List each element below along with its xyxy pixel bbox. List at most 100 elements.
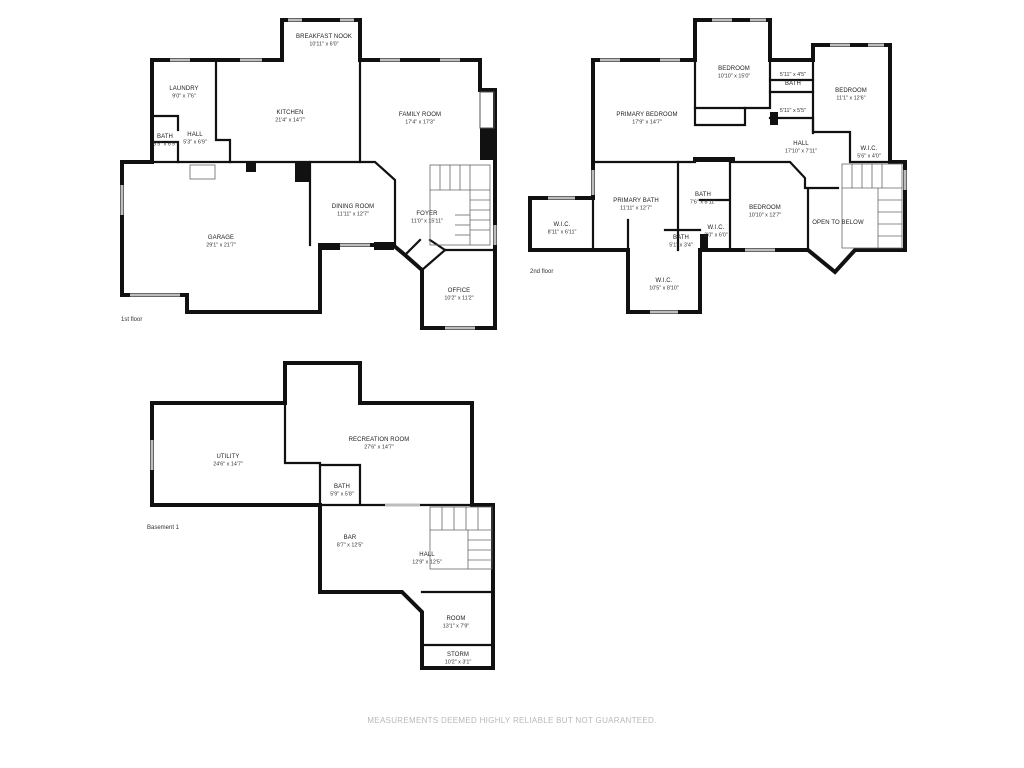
room-dimensions-wic-small: 5'6" x 4'0" [857, 154, 881, 160]
fireplace [480, 128, 495, 160]
room-dimensions-bath-2b: 7'6" x 8'11" [690, 200, 716, 206]
steps [189, 164, 216, 180]
room-name-bath-2a: BATH [785, 81, 801, 87]
floor-label-second: 2nd floor [530, 269, 553, 275]
room-name-storm: STORM [447, 652, 469, 658]
stairs [429, 164, 491, 246]
disclaimer: MEASUREMENTS DEEMED HIGHLY RELIABLE BUT … [367, 716, 657, 725]
column [700, 234, 708, 248]
room-name-kitchen: KITCHEN [276, 110, 303, 116]
column [246, 162, 256, 172]
room-dimensions-breakfast-nook: 10'11" x 6'0" [309, 42, 338, 48]
column [374, 242, 394, 250]
second-floor-outer-walls [528, 18, 907, 314]
room-dimensions-primary-bath: 11'11" x 12'7" [620, 206, 652, 212]
room-dimensions-wic-mid: 2'0" x 6'0" [704, 233, 728, 239]
room-name-wic-bottom: W.I.C. [656, 278, 673, 284]
room-name-bedroom-c: BEDROOM [749, 205, 781, 211]
room-dimensions-laundry: 9'0" x 7'6" [172, 94, 196, 100]
column [320, 245, 340, 250]
room-dimensions-primary-bedroom: 17'9" x 14'7" [632, 120, 662, 126]
room-name-foyer: FOYER [416, 211, 438, 217]
room-name-bath-2b: BATH [695, 192, 711, 198]
room-dimensions-family-room: 17'4" x 17'3" [405, 120, 435, 126]
room-dimensions-bedroom-a: 10'10" x 15'0" [718, 74, 751, 80]
basement-plan [150, 361, 495, 670]
room-dimensions-hall-b: 12'9" x 12'5" [412, 560, 442, 566]
room-name-room-b: ROOM [446, 616, 465, 622]
room-name-wic-mid: W.I.C. [708, 225, 725, 231]
wall [283, 401, 322, 507]
room-name-bedroom-b: BEDROOM [835, 88, 867, 94]
room-dimensions-bedroom-b: 11'1" x 12'6" [836, 96, 865, 102]
room-dimensions-office: 10'2" x 11'2" [444, 296, 473, 302]
floor-label-basement: Basement 1 [147, 525, 180, 531]
room-name-dining-room: DINING ROOM [332, 204, 374, 210]
wall [420, 248, 497, 272]
room-name-laundry: LAUNDRY [169, 86, 198, 92]
room-name-wic-left: W.I.C. [554, 222, 571, 228]
room-name-breakfast-nook: BREAKFAST NOOK [296, 34, 352, 40]
room-dimensions-foyer: 11'0" x 15'11" [411, 219, 443, 225]
wall [214, 58, 232, 164]
room-labels: BREAKFAST NOOK 10'11" x 6'0" LAUNDRY 9'0" x… [153, 34, 881, 666]
room-dimensions-closet-b: 5'11" x 5'5" [780, 108, 806, 114]
room-dimensions-recreation: 27'6" x 14'7" [364, 445, 394, 451]
second-floor-plan [528, 18, 907, 314]
room-name-open-below: OPEN TO BELOW [812, 220, 864, 226]
room-name-utility: UTILITY [216, 454, 239, 460]
room-name-primary-bath: PRIMARY BATH [613, 198, 659, 204]
wall [811, 58, 892, 164]
room-name-bath-b: BATH [334, 484, 350, 490]
room-dimensions-bath-1: 5'5" x 6'9" [153, 142, 177, 148]
wall [693, 18, 747, 127]
room-dimensions-hall-2: 17'10" x 7'11" [785, 149, 817, 155]
wall [591, 160, 732, 252]
wall [308, 160, 397, 247]
room-dimensions-wic-bottom: 10'5" x 8'10" [649, 286, 679, 292]
wall-segment [693, 157, 735, 162]
room-dimensions-dining-room: 11'11" x 12'7" [337, 212, 369, 218]
stairs [429, 506, 493, 570]
room-dimensions-room-b: 13'1" x 7'9" [443, 624, 470, 630]
wall [728, 160, 840, 252]
fireplace-hearth [479, 91, 495, 129]
room-dimensions-kitchen: 21'4" x 14'7" [275, 118, 305, 124]
room-name-bar: BAR [344, 535, 357, 541]
wall [120, 160, 312, 247]
wall [626, 218, 702, 252]
room-dimensions-bath-b: 5'9" x 5'8" [330, 492, 354, 498]
room-name-family-room: FAMILY ROOM [399, 112, 441, 118]
room-name-wic-small: W.I.C. [861, 146, 878, 152]
room-name-recreation: RECREATION ROOM [349, 437, 410, 443]
wall [768, 78, 815, 135]
room-name-hall-1: HALL [187, 132, 203, 138]
basement-outer-walls [150, 361, 495, 670]
room-dimensions-bath-2c: 5'1" x 3'4" [669, 243, 693, 249]
room-name-garage: GARAGE [208, 235, 234, 241]
room-dimensions-bar: 8'7" x 12'5" [337, 543, 364, 549]
windows [548, 18, 907, 314]
room-dimensions-hall-1: 5'3" x 6'9" [183, 140, 207, 146]
room-dimensions-wic-left: 8'11" x 6'11" [548, 230, 577, 236]
room-name-bath-2c: BATH [673, 235, 689, 241]
room-dimensions-utility: 24'6" x 14'7" [213, 462, 243, 468]
floor-label-first: 1st floor [121, 317, 142, 323]
room-name-hall-b: HALL [419, 552, 435, 558]
wall [420, 590, 495, 647]
first-floor-plan [120, 18, 497, 330]
room-name-bath-1: BATH [157, 134, 173, 140]
room-name-bedroom-a: BEDROOM [718, 66, 750, 72]
stairs [841, 163, 903, 249]
wall [403, 238, 447, 257]
room-dimensions-closet-a: 5'11" x 4'5" [780, 72, 806, 78]
room-name-primary-bedroom: PRIMARY BEDROOM [616, 112, 677, 118]
wall [150, 114, 180, 164]
room-name-hall-2: HALL [793, 141, 809, 147]
column [770, 112, 778, 125]
column [295, 162, 310, 182]
room-name-office: OFFICE [448, 288, 471, 294]
room-dimensions-garage: 29'1" x 21'7" [206, 243, 236, 249]
windows [120, 18, 497, 330]
